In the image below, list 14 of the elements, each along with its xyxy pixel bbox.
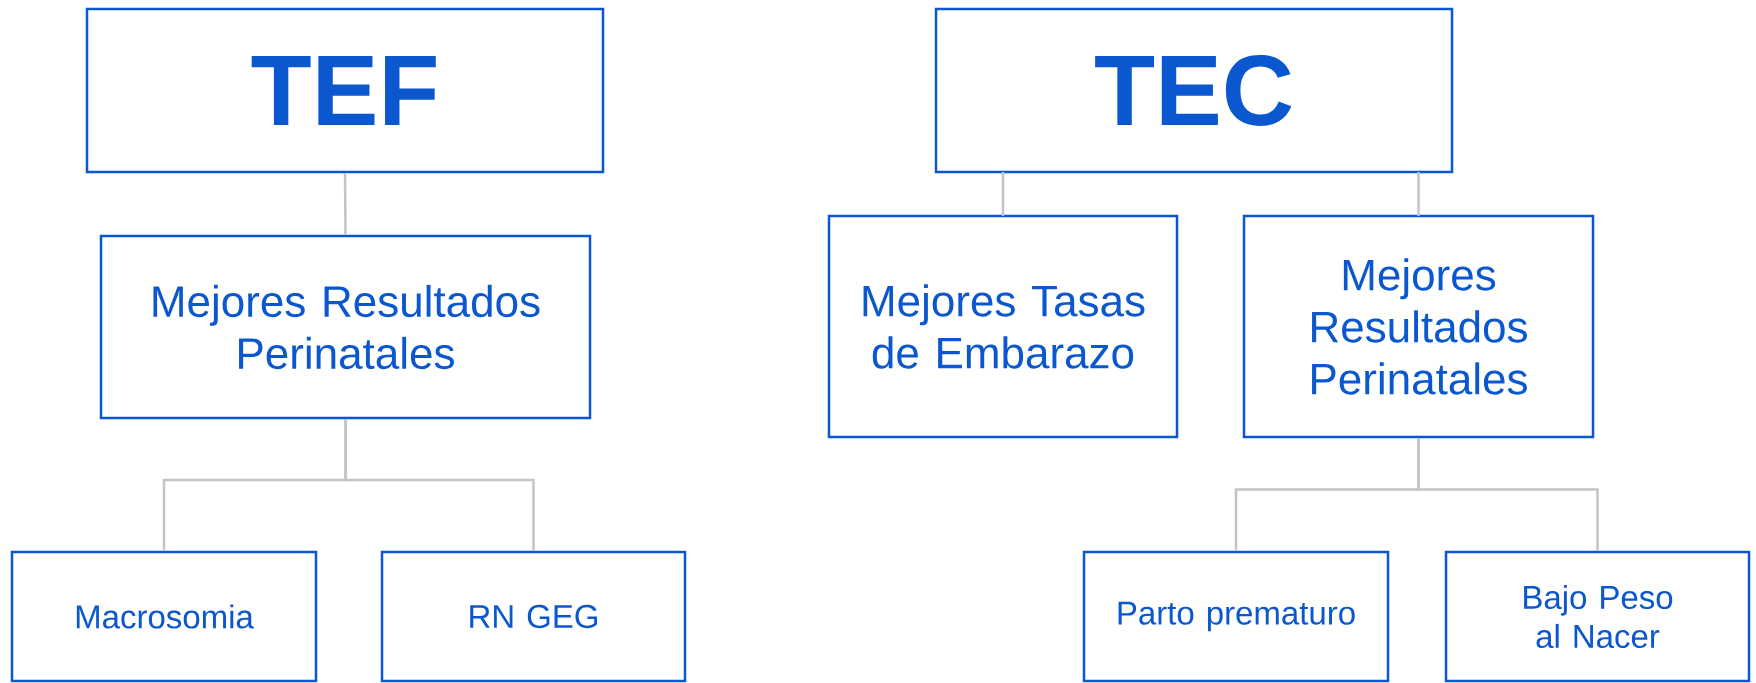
- outcome-box: Parto prematuro: [1082, 550, 1390, 683]
- category-box: Mejores Tasas de Embarazo: [827, 214, 1179, 439]
- connector-line: [344, 419, 535, 551]
- category-box: Mejores Resultados Perinatales: [99, 234, 592, 420]
- title-box: TEF: [85, 7, 605, 174]
- outcome-box: Macrosomia: [10, 550, 318, 683]
- connector-line: [1417, 172, 1420, 216]
- connector-line: [1001, 172, 1005, 216]
- connector-line: [1417, 438, 1599, 551]
- outcome-box: RN GEG: [380, 550, 687, 683]
- outcome-box: Bajo Peso al Nacer: [1444, 550, 1751, 683]
- connector-line: [343, 173, 347, 235]
- title-box: TEC: [934, 7, 1454, 174]
- category-box: Mejores Resultados Perinatales: [1242, 214, 1595, 439]
